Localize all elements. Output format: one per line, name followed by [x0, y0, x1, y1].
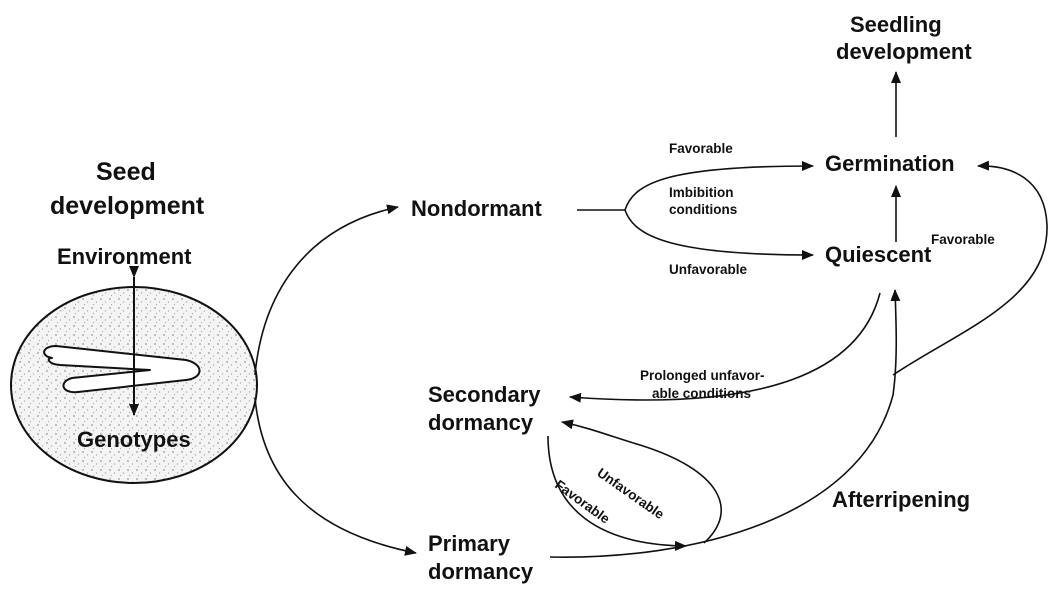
- imbibition-label-line1: Imbibition: [669, 185, 734, 200]
- prolonged-label-line1: Prolonged unfavor-: [640, 368, 765, 383]
- seed-title-line1: Seed: [96, 158, 156, 186]
- arrow-favorable-loop: [547, 435, 687, 551]
- arrow-seed-to-nondormant: [254, 204, 399, 376]
- embryo-shape: [43, 345, 201, 394]
- seedling-label-line2: development: [836, 39, 972, 64]
- favorable-right-label: Favorable: [931, 232, 995, 247]
- arrow-to-quiescent: [624, 209, 814, 260]
- secondary-dormancy-line1: Secondary: [428, 382, 541, 407]
- arrow-loop-to-germination: [892, 160, 1048, 376]
- arrow-quiescent-to-secondary: [569, 292, 881, 403]
- quiescent-label: Quiescent: [825, 242, 932, 267]
- favorable-top-label: Favorable: [669, 141, 733, 156]
- unfavorable-mid-label: Unfavorable: [669, 262, 748, 277]
- environment-label: Environment: [57, 244, 192, 269]
- nondormant-label: Nondormant: [411, 196, 542, 221]
- arrow-unfavorable-loop: [561, 419, 722, 544]
- primary-dormancy-line2: dormancy: [428, 559, 534, 584]
- seedling-label-line1: Seedling: [850, 12, 942, 37]
- seed-title-line2: development: [50, 192, 205, 220]
- germination-label: Germination: [825, 151, 955, 176]
- arrow-to-germination: [624, 161, 814, 211]
- afterripening-label: Afterripening: [832, 487, 971, 512]
- primary-dormancy-line1: Primary: [428, 531, 510, 556]
- prolonged-label-line2: able conditions: [652, 386, 752, 401]
- genotypes-label: Genotypes: [77, 427, 191, 452]
- arrow-afterripening: [549, 289, 901, 558]
- arrow-seed-to-primary: [254, 397, 417, 556]
- secondary-dormancy-line2: dormancy: [428, 410, 534, 435]
- imbibition-label-line2: conditions: [669, 202, 738, 217]
